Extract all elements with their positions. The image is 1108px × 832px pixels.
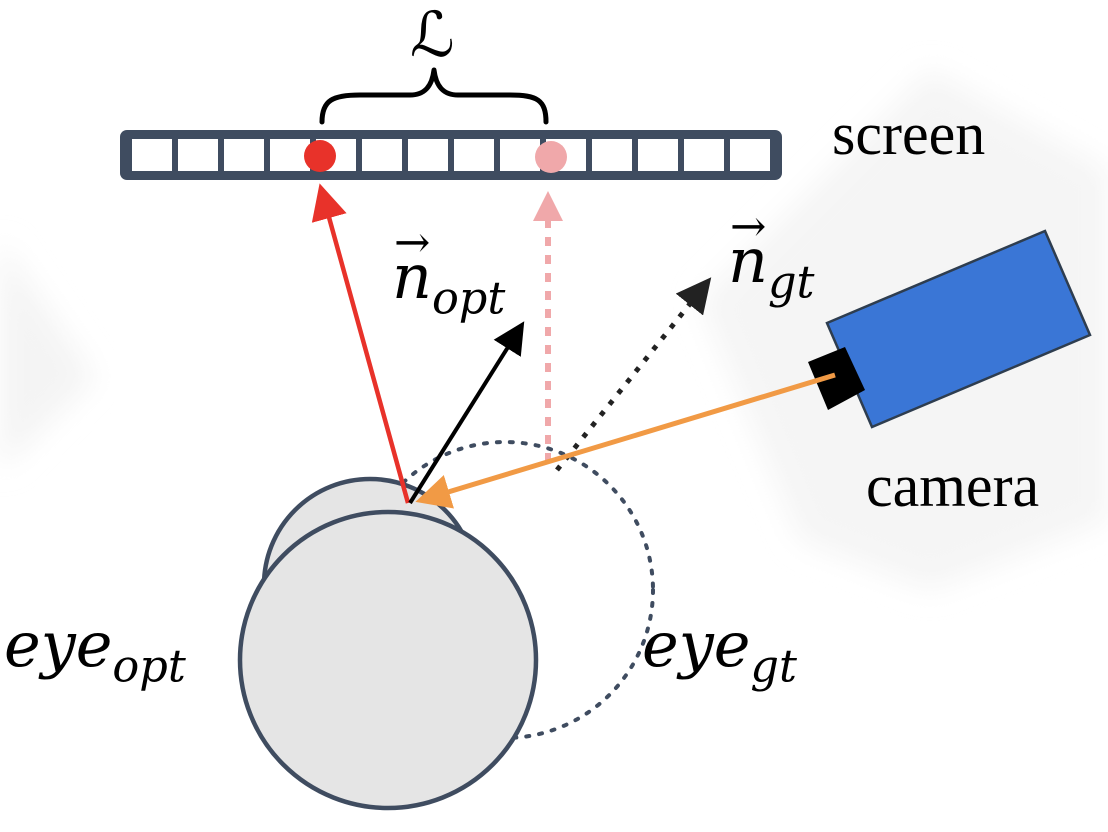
screen-point-opt xyxy=(304,140,336,172)
screen-frame xyxy=(120,130,782,180)
screen-cell xyxy=(684,139,724,171)
camera-lens xyxy=(808,347,865,410)
vector-arrow-icon: → xyxy=(730,202,767,253)
vector-arrow-icon: → xyxy=(394,218,431,269)
eye-opt-label: eyeopt xyxy=(4,608,186,693)
loss-brace xyxy=(319,67,549,125)
screen-cells xyxy=(132,139,770,171)
normal-gt-arrow xyxy=(555,277,712,472)
screen-cell xyxy=(224,139,264,171)
screen-cell xyxy=(270,139,310,171)
screen-cell xyxy=(132,139,172,171)
camera-icon xyxy=(808,229,1092,429)
screen-cell xyxy=(408,139,448,171)
n-opt-label: → n opt xyxy=(392,218,506,325)
screen-bar xyxy=(120,130,782,180)
screen-cell xyxy=(500,139,540,171)
screen-cell xyxy=(592,139,632,171)
gaze-ray-opt xyxy=(311,183,411,504)
screen-cell xyxy=(638,139,678,171)
eye-opt-sphere xyxy=(237,476,539,811)
n-gt-label: → n gt xyxy=(728,202,815,309)
screen-point-gt xyxy=(535,141,567,173)
normal-opt-arrow xyxy=(408,321,525,505)
eye-gt-label: eyegt xyxy=(642,608,797,693)
eye-opt-front-circle xyxy=(237,509,539,811)
screen-cell xyxy=(730,139,770,171)
screen-cell xyxy=(362,139,402,171)
screen-cell xyxy=(454,139,494,171)
camera-label: camera xyxy=(866,453,1040,519)
camera-ray xyxy=(415,372,836,509)
screen-cell xyxy=(178,139,218,171)
loss-label: ℒ xyxy=(410,0,455,71)
screen-label: screen xyxy=(832,101,986,167)
